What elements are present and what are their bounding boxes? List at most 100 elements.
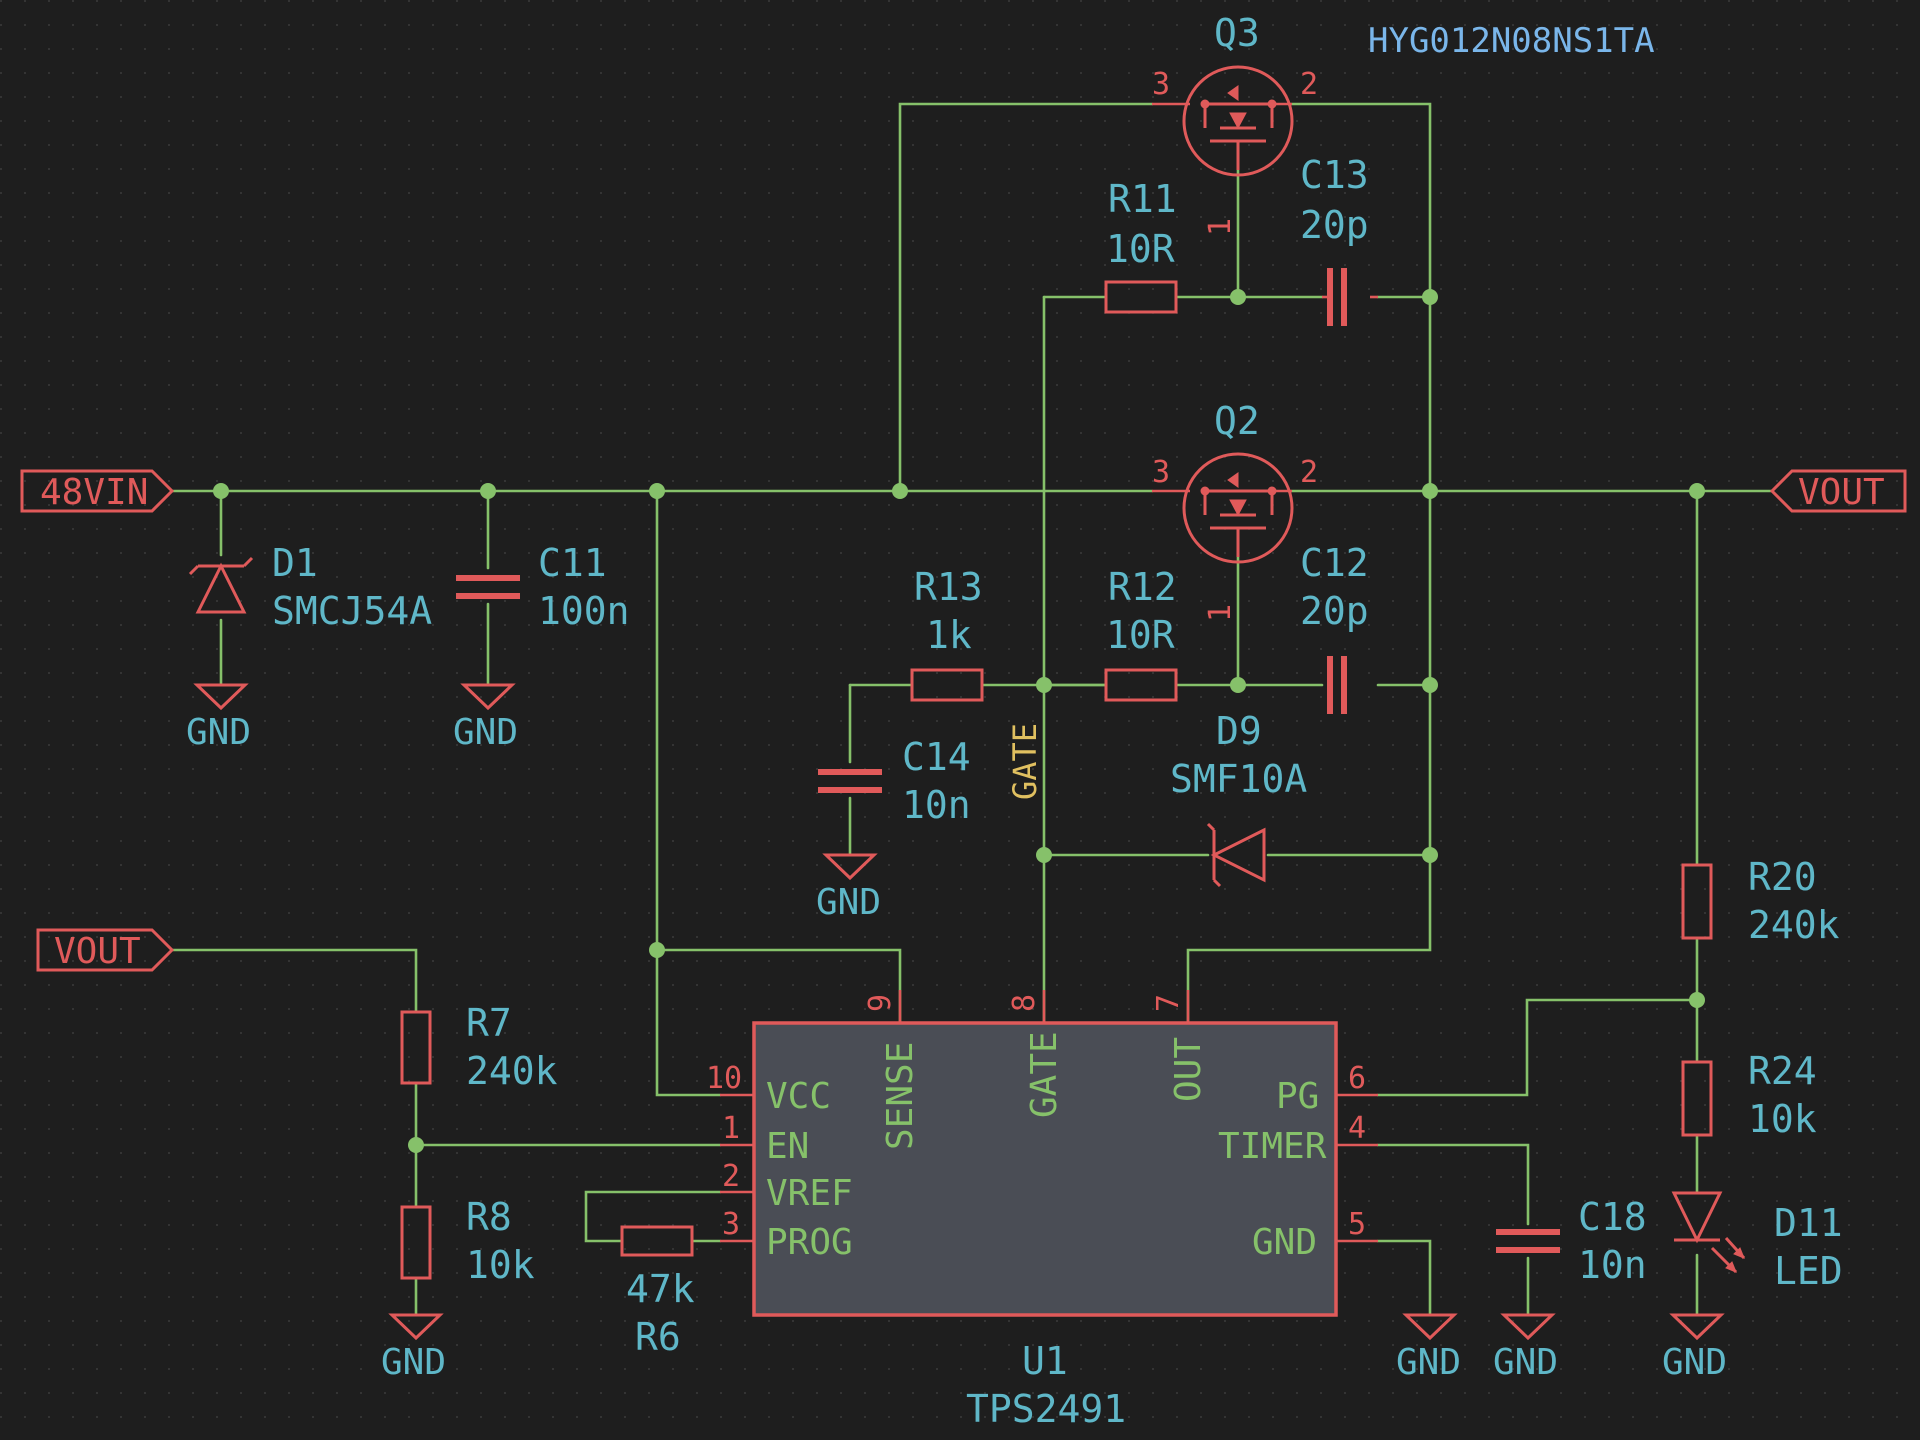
diode-d1[interactable]: D1 SMCJ54A [188, 541, 432, 633]
q3-pin3-number: 3 [1152, 67, 1170, 102]
r24-value: 10k [1748, 1097, 1817, 1141]
gnd-c11: GND [453, 683, 518, 753]
r7-reference: R7 [466, 1001, 512, 1045]
q2-reference: Q2 [1214, 399, 1260, 443]
gnd-r8: GND [381, 1313, 446, 1383]
u1-pin-vcc-name: VCC [766, 1076, 831, 1117]
r20-reference: R20 [1748, 855, 1817, 899]
u1-pin9-number: 9 [863, 994, 898, 1012]
c12-value: 20p [1300, 589, 1369, 633]
u1-pin8-number: 8 [1007, 994, 1042, 1012]
c12-reference: C12 [1300, 541, 1369, 585]
gnd-u1-label: GND [1396, 1342, 1461, 1383]
c11-reference: C11 [538, 541, 607, 585]
resistor-r12[interactable]: R12 10R [1104, 565, 1178, 702]
q2-pin1-number: 1 [1203, 604, 1238, 622]
capacitor-c11[interactable]: C11 100n [456, 541, 630, 633]
mosfet-q3[interactable]: 3 2 1 Q3 HYG012N08NS1TA [1152, 11, 1655, 236]
gnd-u1: GND [1396, 1313, 1461, 1383]
gnd-c11-label: GND [453, 712, 518, 753]
resistor-r13[interactable]: R13 1k [910, 565, 984, 702]
u1-pin-sense-name: SENSE [880, 1042, 921, 1150]
wires [170, 102, 1774, 1317]
r12-reference: R12 [1108, 565, 1177, 609]
r8-value: 10k [466, 1243, 535, 1287]
c18-reference: C18 [1578, 1195, 1647, 1239]
d1-reference: D1 [272, 541, 318, 585]
d11-value: LED [1774, 1249, 1843, 1293]
port-48vin-label: 48VIN [40, 472, 148, 513]
resistor-r24[interactable]: R24 10k [1681, 1049, 1817, 1141]
q3-part-number: HYG012N08NS1TA [1368, 21, 1655, 61]
port-vout-right-label: VOUT [1798, 472, 1885, 513]
mosfet-q2[interactable]: 3 2 1 Q2 [1152, 399, 1318, 622]
c18-value: 10n [1578, 1243, 1647, 1287]
c14-reference: C14 [902, 735, 971, 779]
r13-reference: R13 [914, 565, 983, 609]
u1-pin10-number: 10 [706, 1061, 742, 1096]
gnd-d1: GND [186, 683, 251, 753]
d11-reference: D11 [1774, 1201, 1843, 1245]
r13-value: 1k [926, 613, 972, 657]
r20-value: 240k [1748, 903, 1840, 947]
u1-pin1-number: 1 [722, 1111, 740, 1146]
capacitor-c14[interactable]: C14 10n [818, 735, 971, 827]
port-vout-right[interactable]: VOUT [1769, 469, 1907, 513]
diode-d9[interactable]: D9 SMF10A [1170, 709, 1307, 888]
u1-reference: U1 [1022, 1339, 1068, 1383]
gnd-c18-label: GND [1493, 1342, 1558, 1383]
resistor-r8[interactable]: R8 10k [400, 1195, 535, 1287]
u1-pin-prog-name: PROG [766, 1222, 853, 1263]
d1-value: SMCJ54A [272, 589, 432, 633]
r6-reference: R6 [635, 1315, 681, 1359]
capacitor-c12[interactable]: C12 20p [1300, 541, 1369, 714]
resistor-r7[interactable]: R7 240k [400, 1001, 558, 1093]
u1-pin-gate-name: GATE [1024, 1031, 1065, 1118]
c13-reference: C13 [1300, 153, 1369, 197]
q3-pin2-number: 2 [1300, 67, 1318, 102]
q3-reference: Q3 [1214, 11, 1260, 55]
gnd-c18: GND [1493, 1313, 1558, 1383]
r11-value: 10R [1106, 227, 1175, 271]
r6-value: 47k [626, 1267, 695, 1311]
r12-value: 10R [1106, 613, 1175, 657]
c13-value: 20p [1300, 203, 1369, 247]
gnd-d1-label: GND [186, 712, 251, 753]
u1-pin-timer-name: TIMER [1218, 1126, 1327, 1167]
port-48vin[interactable]: 48VIN [20, 469, 175, 513]
q2-pin3-number: 3 [1152, 455, 1170, 490]
resistor-r20[interactable]: R20 240k [1681, 855, 1840, 947]
r11-reference: R11 [1108, 177, 1177, 221]
u1-pin-gnd-name: GND [1252, 1222, 1317, 1263]
gnd-r8-label: GND [381, 1342, 446, 1383]
gnd-c14-label: GND [816, 882, 881, 923]
u1-pin-vref-name: VREF [766, 1173, 853, 1214]
u1-pin2-number: 2 [722, 1159, 740, 1194]
gnd-d11-label: GND [1662, 1342, 1727, 1383]
gnd-c14: GND [816, 853, 881, 923]
port-vout-left[interactable]: VOUT [36, 928, 175, 972]
u1-pin5-number: 5 [1348, 1207, 1366, 1242]
u1-pin-en-name: EN [766, 1126, 809, 1167]
q3-pin1-number: 1 [1203, 218, 1238, 236]
led-d11[interactable]: D11 LED [1671, 1191, 1843, 1293]
c14-value: 10n [902, 783, 971, 827]
u1-value: TPS2491 [966, 1387, 1126, 1431]
u1-pin-out-name: OUT [1168, 1037, 1209, 1102]
capacitor-c18[interactable]: C18 10n [1496, 1195, 1647, 1287]
u1-pin6-number: 6 [1348, 1061, 1366, 1096]
net-label-gate: GATE [1006, 723, 1044, 800]
d9-reference: D9 [1216, 709, 1262, 753]
ic-u1[interactable]: 10 VCC 1 EN 2 VREF 3 PROG 9 SENSE 8 GATE… [706, 990, 1378, 1431]
port-vout-left-label: VOUT [54, 931, 141, 972]
capacitor-c13[interactable]: C13 20p [1300, 153, 1378, 326]
u1-pin3-number: 3 [722, 1207, 740, 1242]
d9-value: SMF10A [1170, 757, 1307, 801]
r7-value: 240k [466, 1049, 558, 1093]
u1-pin-pg-name: PG [1276, 1076, 1319, 1117]
resistor-r11[interactable]: R11 10R [1104, 177, 1178, 314]
resistor-r6[interactable]: 47k R6 [620, 1225, 695, 1359]
r8-reference: R8 [466, 1195, 512, 1239]
q2-pin2-number: 2 [1300, 455, 1318, 490]
